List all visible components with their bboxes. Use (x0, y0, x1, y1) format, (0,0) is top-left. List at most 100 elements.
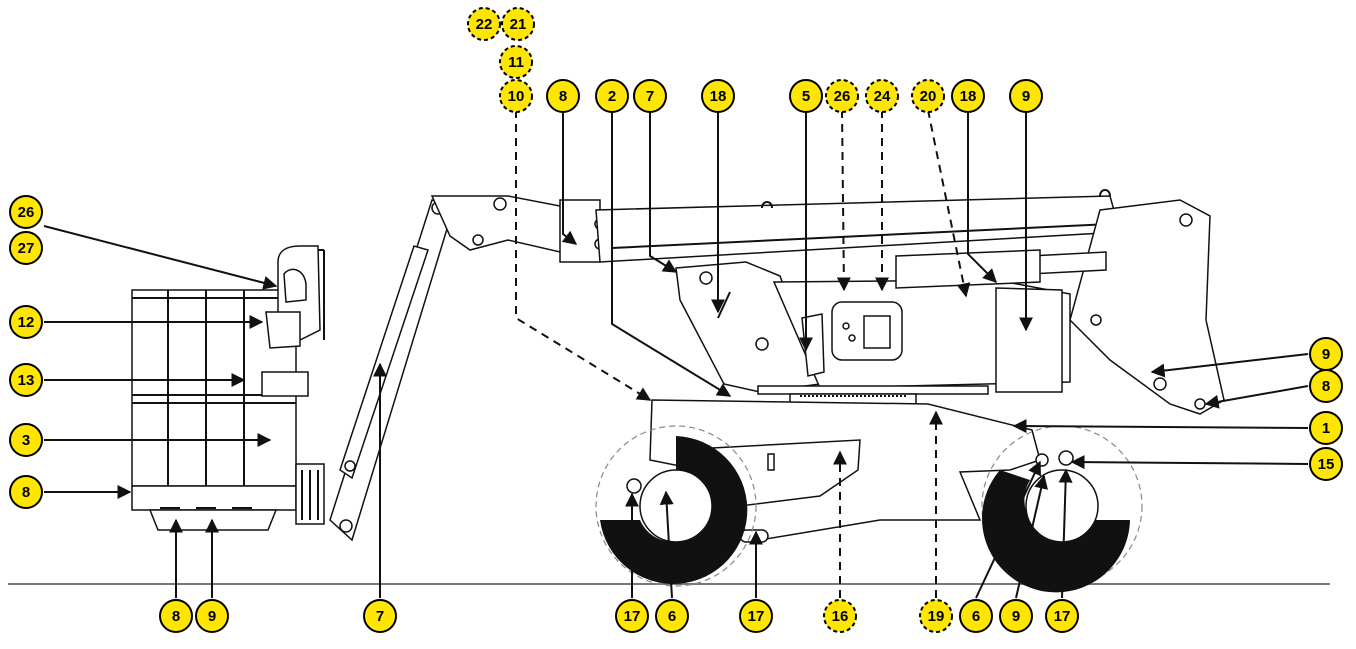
callout-circle (499, 45, 533, 79)
callout-circle (546, 79, 580, 113)
main-boom (595, 189, 1121, 263)
callout-circle (1309, 447, 1343, 481)
callout-label: 7 (646, 88, 654, 105)
callout-circle (9, 231, 43, 265)
callout-8-right: 8 (1309, 369, 1343, 403)
callout-circle (9, 475, 43, 509)
callout-8-top: 8 (546, 79, 580, 113)
callout-circle (789, 79, 823, 113)
callout-8-left: 8 (9, 475, 43, 509)
callout-circle (595, 79, 629, 113)
callout-label: 19 (928, 608, 945, 625)
callout-label: 16 (832, 608, 849, 625)
callout-21: 21 (501, 7, 535, 41)
callout-19: 19 (919, 599, 953, 633)
callout-circle (911, 79, 945, 113)
callout-label: 12 (18, 314, 35, 331)
callout-26-left: 26 (9, 195, 43, 229)
callout-label: 24 (874, 88, 891, 105)
callout-2: 2 (595, 79, 629, 113)
platform-control-box (261, 245, 325, 397)
callout-label: 22 (476, 16, 493, 33)
callout-label: 6 (668, 608, 676, 625)
front-wheel (595, 425, 757, 587)
callout-10: 10 (499, 79, 533, 113)
callout-label: 8 (172, 608, 180, 625)
callout-circle (501, 7, 535, 41)
callout-3: 3 (9, 423, 43, 457)
callout-13: 13 (9, 363, 43, 397)
callout-circle (9, 363, 43, 397)
callout-8-bottom: 8 (159, 599, 193, 633)
callout-circle (195, 599, 229, 633)
callout-label: 1 (1322, 420, 1330, 437)
callout-label: 9 (1012, 608, 1020, 625)
callout-circle (1009, 79, 1043, 113)
callout-circle (467, 7, 501, 41)
callout-label: 6 (972, 608, 980, 625)
callout-label: 9 (1322, 346, 1330, 363)
callout-5: 5 (789, 79, 823, 113)
callout-label: 7 (376, 608, 384, 625)
callout-circle (655, 599, 689, 633)
callout-9-right: 9 (1309, 337, 1343, 371)
callout-circle (499, 79, 533, 113)
callout-circle (9, 195, 43, 229)
callout-label: 10 (508, 88, 525, 105)
callout-16: 16 (823, 599, 857, 633)
callout-circle (865, 79, 899, 113)
callout-circle (9, 423, 43, 457)
callout-circle (633, 79, 667, 113)
callout-label: 21 (510, 16, 527, 33)
callout-17-b: 17 (739, 599, 773, 633)
callout-label: 18 (960, 88, 977, 105)
callout-7-top: 7 (633, 79, 667, 113)
callout-circle (959, 599, 993, 633)
callout-15: 15 (1309, 447, 1343, 481)
callout-18-right: 18 (951, 79, 985, 113)
callout-circle (1045, 599, 1079, 633)
callout-26-top: 26 (825, 79, 859, 113)
callout-label: 9 (208, 608, 216, 625)
callout-circle (919, 599, 953, 633)
callout-27: 27 (9, 231, 43, 265)
callout-circle (159, 599, 193, 633)
callout-circle (825, 79, 859, 113)
callout-label: 18 (710, 88, 727, 105)
callout-label: 26 (18, 204, 35, 221)
callout-label: 15 (1318, 456, 1335, 473)
callout-circle (739, 599, 773, 633)
callout-label: 3 (22, 432, 30, 449)
callout-circle (999, 599, 1033, 633)
callout-label: 17 (748, 608, 765, 625)
callout-11: 11 (499, 45, 533, 79)
callout-circle (615, 599, 649, 633)
callout-17-a: 17 (615, 599, 649, 633)
leader-lines (43, 109, 1309, 599)
callout-9-top: 9 (1009, 79, 1043, 113)
callout-circle (1309, 411, 1343, 445)
callout-circle (9, 305, 43, 339)
callout-7-bottom: 7 (363, 599, 397, 633)
callout-12: 12 (9, 305, 43, 339)
lower-boom-arm (1029, 199, 1225, 415)
boom-knuckle (430, 195, 606, 263)
callout-circle (823, 599, 857, 633)
callout-label: 9 (1022, 88, 1030, 105)
callout-18-left: 18 (701, 79, 735, 113)
callout-24: 24 (865, 79, 899, 113)
callout-6-b: 6 (959, 599, 993, 633)
callout-label: 2 (608, 88, 616, 105)
callout-label: 26 (834, 88, 851, 105)
callout-circle (951, 79, 985, 113)
callout-circle (363, 599, 397, 633)
callout-label: 27 (18, 240, 35, 257)
callout-20: 20 (911, 79, 945, 113)
callout-label: 8 (22, 484, 30, 501)
callout-label: 17 (1054, 608, 1071, 625)
chassis (649, 399, 1041, 543)
turntable (675, 249, 1071, 405)
callout-label: 8 (1322, 378, 1330, 395)
